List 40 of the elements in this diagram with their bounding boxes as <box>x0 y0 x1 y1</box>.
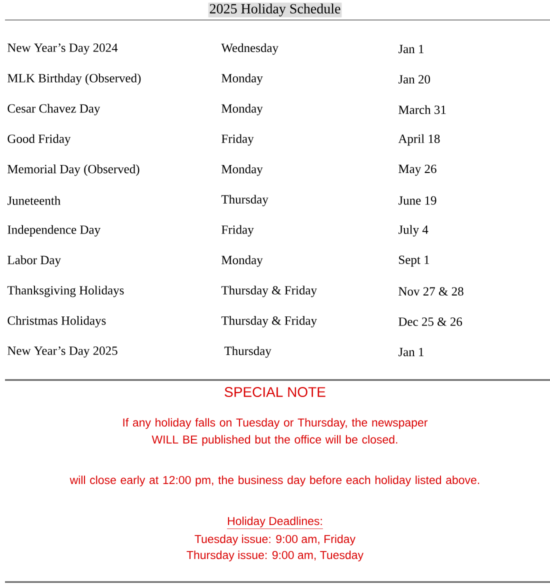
table-cell: Thursday & Friday <box>221 316 317 328</box>
table-cell: MLK Birthday (Observed) <box>8 74 141 85</box>
table-cell: Thursday <box>224 346 272 358</box>
table-cell: Thanksgiving Holidays <box>7 286 124 298</box>
note-text: If any holiday falls on Tuesday or Thursday, the newspaper WILL BE published but the office will be closed. <box>123 418 428 446</box>
table-cell: Jan 1 <box>398 348 424 356</box>
table-cell: Labor Day <box>8 255 61 267</box>
table-cell: Jan 1 <box>398 44 424 54</box>
note-heading: SPECIAL NOTE <box>224 387 326 397</box>
title-banner: 2025 Holiday Schedule <box>208 2 342 18</box>
table-cell: Thursday <box>221 194 268 206</box>
table-cell: Friday <box>222 134 254 146</box>
deadline-text: Tuesday issue: 9:00 am, Friday <box>194 534 356 546</box>
table-cell: Monday <box>222 104 263 116</box>
table-cell: June 19 <box>398 196 436 205</box>
table-cell: Dec 25 & 26 <box>398 317 462 326</box>
table-cell: Jan 20 <box>398 75 430 84</box>
note-text: will close early at 12:00 pm, the business day before each holiday listed above. <box>70 476 480 486</box>
table-cell: Independence Day <box>8 225 100 236</box>
table-cell: Thursday & Friday <box>221 286 317 298</box>
deadlines-heading: Holiday Deadlines: <box>226 516 324 529</box>
table-cell: Monday <box>222 255 263 267</box>
table-cell: April 18 <box>398 134 440 146</box>
table-cell: New Year’s Day 2024 <box>8 44 118 54</box>
table-cell: July 4 <box>398 225 428 236</box>
table-cell: Sept 1 <box>399 256 430 267</box>
table-cell: Nov 27 & 28 <box>398 287 464 296</box>
table-cell: May 26 <box>398 164 436 176</box>
table-cell: Juneteenth <box>7 196 60 205</box>
table-cell: Monday <box>222 74 263 85</box>
table-cell: Memorial Day (Observed) <box>8 164 140 176</box>
table-cell: March 31 <box>398 105 446 114</box>
table-cell: Christmas Holidays <box>8 316 106 328</box>
table-cell: New Year’s Day 2025 <box>8 346 118 358</box>
table-cell: Monday <box>222 164 263 176</box>
table-cell: Cesar Chavez Day <box>8 104 100 116</box>
table-cell: Good Friday <box>8 134 71 146</box>
table-cell: Wednesday <box>221 43 278 55</box>
table-cell: Friday <box>222 225 254 236</box>
deadline-text: Thursday issue: 9:00 am, Tuesday <box>186 550 364 562</box>
